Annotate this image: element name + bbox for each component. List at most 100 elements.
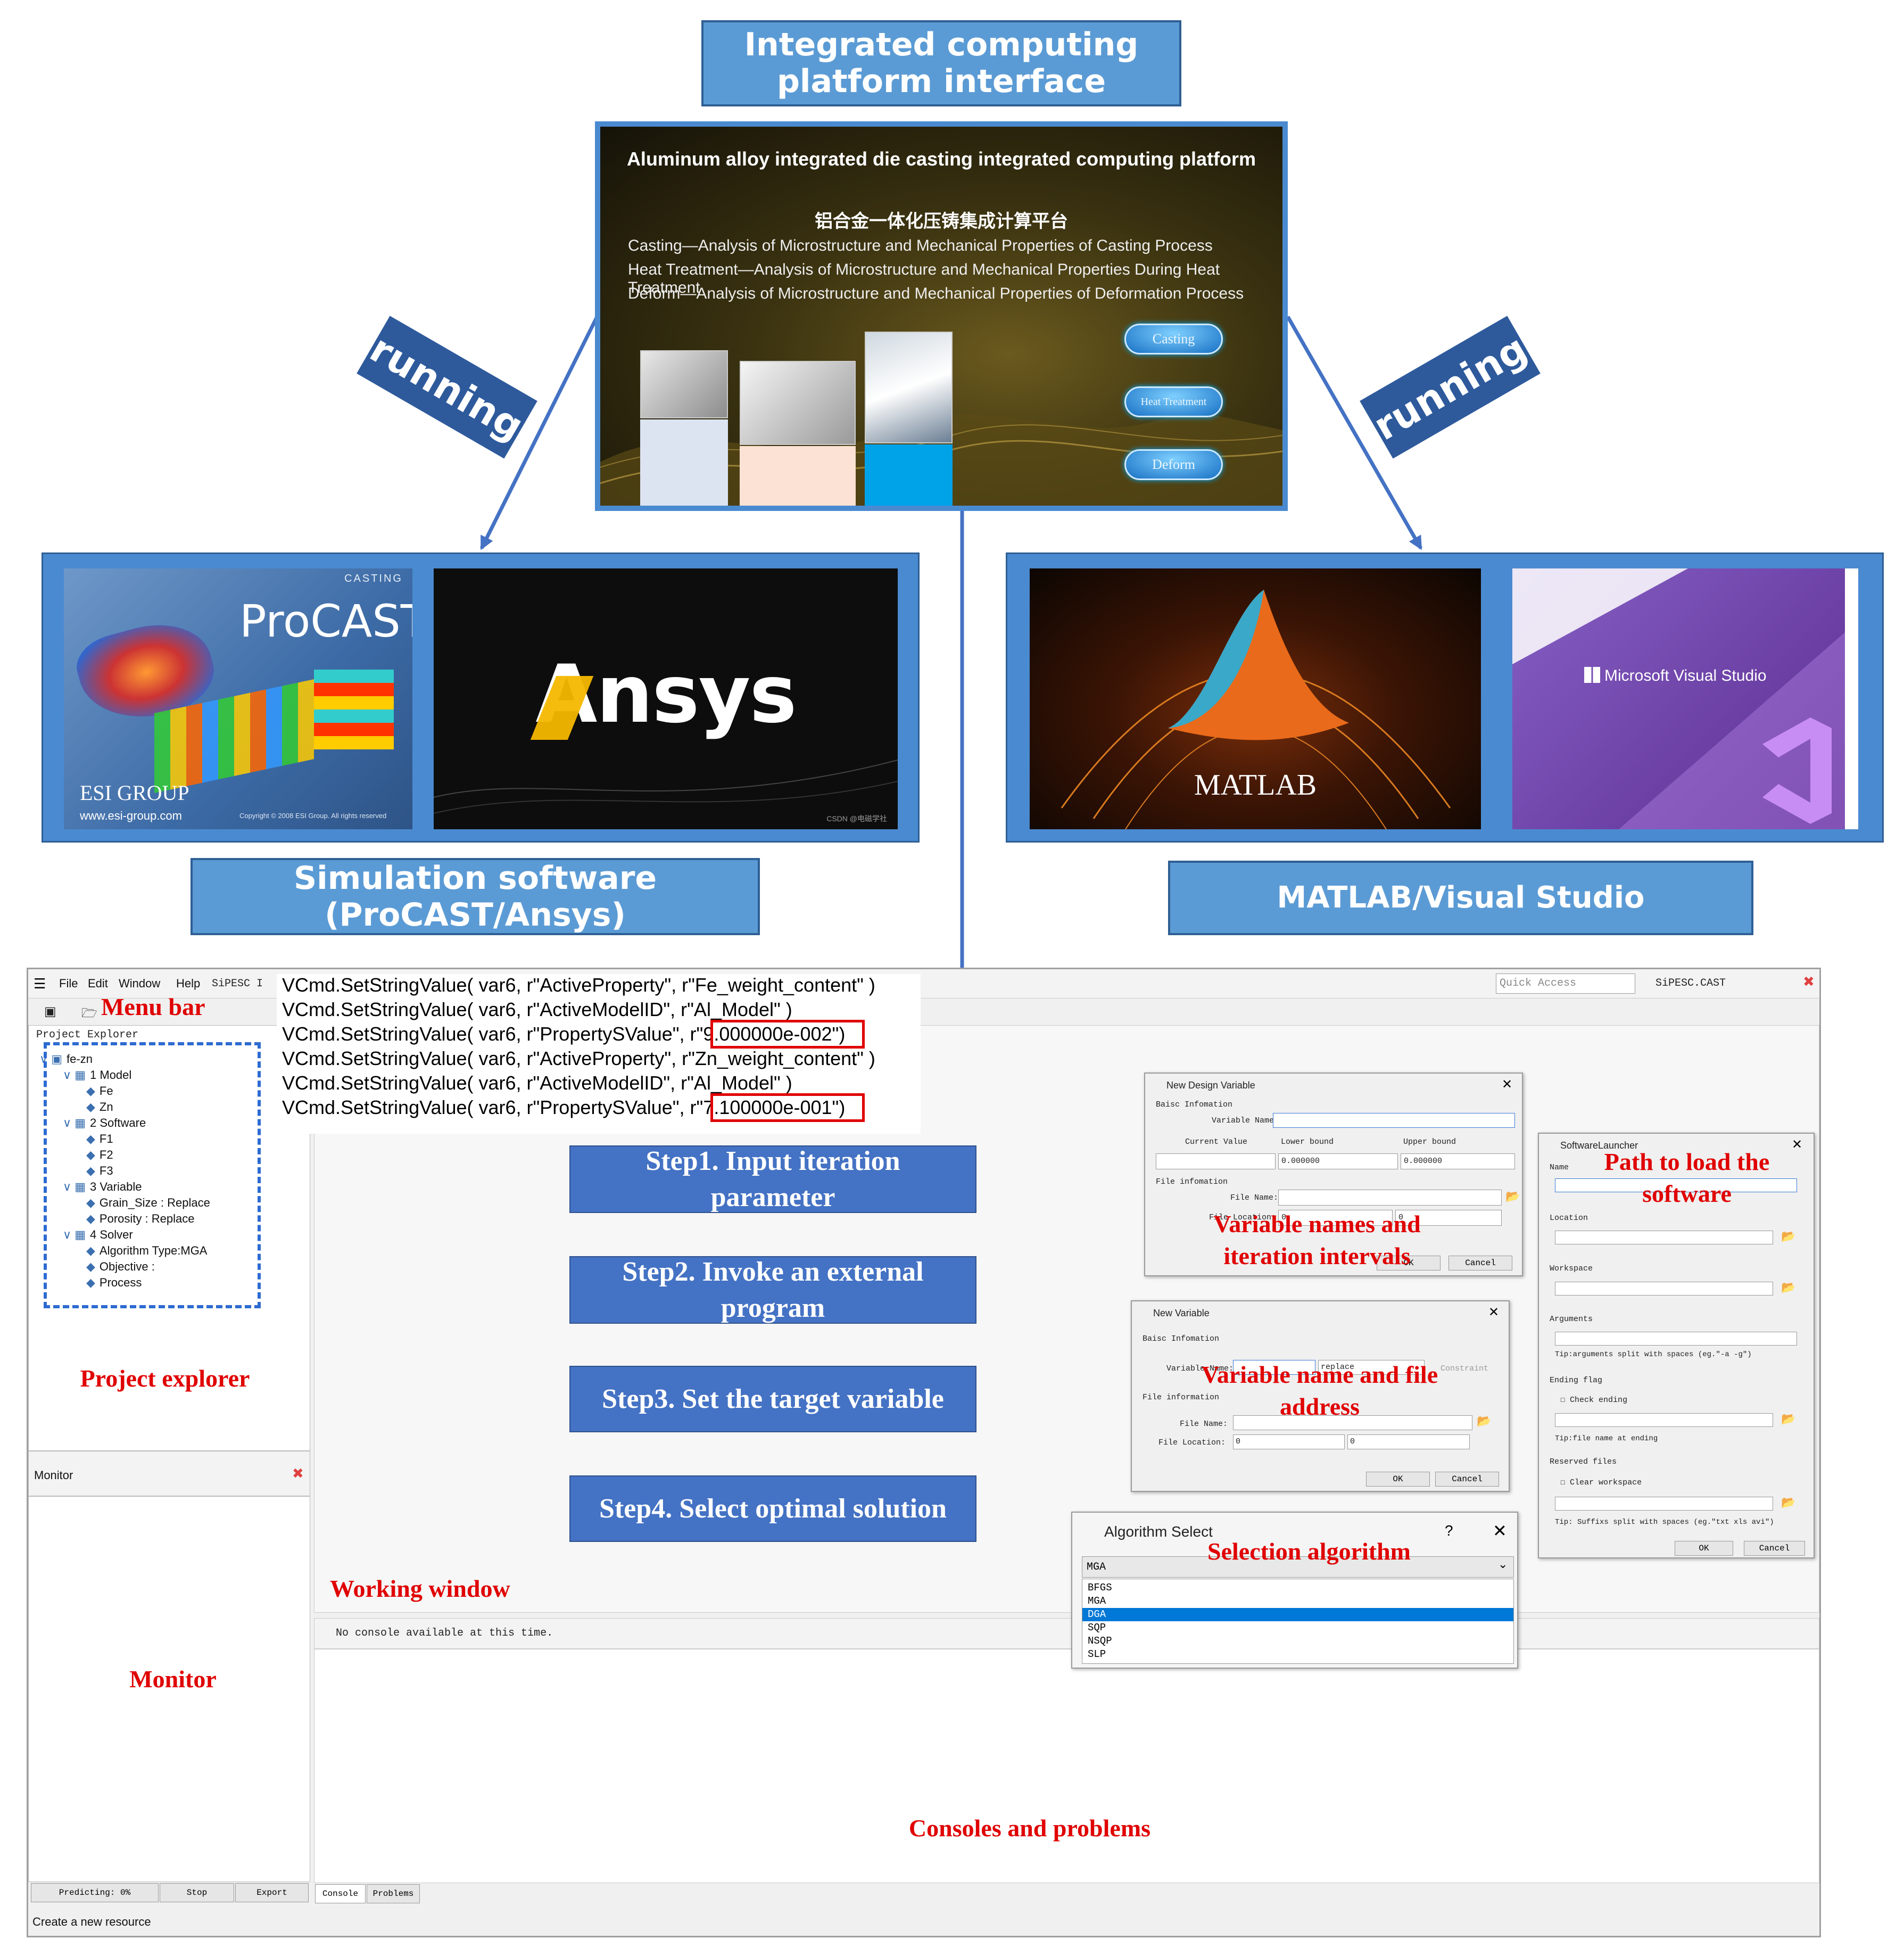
tree-item-label: Algorithm Type:MGA <box>99 1244 208 1257</box>
hamburger-icon[interactable]: ☰ <box>34 976 46 992</box>
chevron-down-icon[interactable]: ⌄ <box>1498 1557 1508 1571</box>
project-explorer-tab[interactable]: Project Explorer <box>36 1029 139 1041</box>
ending-input[interactable] <box>1555 1413 1773 1427</box>
folder-icon[interactable]: 📂 <box>1477 1414 1492 1428</box>
item-tree-icon: ◆ <box>86 1244 95 1257</box>
folder-icon[interactable]: 📂 <box>1781 1412 1796 1425</box>
visual-studio-splash: Microsoft Visual Studio <box>1512 568 1858 829</box>
upper-bound-input[interactable]: 0.000000 <box>1401 1153 1515 1169</box>
simulation-software-caption: Simulation software (ProCAST/Ansys) <box>191 858 760 935</box>
casting-button[interactable]: Casting <box>1124 324 1223 354</box>
file-location-a[interactable]: 0 <box>1233 1434 1345 1449</box>
replace-select[interactable]: replace <box>1318 1360 1425 1375</box>
tree-item[interactable]: ◆Grain_Size : Replace <box>86 1196 210 1210</box>
variable-name-input[interactable] <box>1273 1113 1515 1128</box>
reserved-input[interactable] <box>1555 1497 1773 1511</box>
menu-file[interactable]: File <box>59 977 78 990</box>
variable-name-input[interactable] <box>1233 1360 1315 1375</box>
tab-problems[interactable]: Problems <box>367 1884 420 1903</box>
algorithm-option[interactable]: BFGS <box>1088 1582 1112 1594</box>
vs-shapes <box>1512 568 1845 829</box>
arrow-platform-to-matlab <box>1286 316 1423 550</box>
name-input[interactable] <box>1555 1178 1797 1192</box>
perspective-switch[interactable]: SiPESC.CAST <box>1655 977 1726 989</box>
tree-item[interactable]: ◆Porosity : Replace <box>86 1212 194 1226</box>
tree-item[interactable]: ∨ ▦2 Software <box>63 1116 146 1130</box>
check-ending-checkbox[interactable]: ☐ Check ending <box>1560 1396 1628 1405</box>
workspace-label: Workspace <box>1550 1264 1593 1273</box>
tree-item[interactable]: ∨ ▣fe-zn <box>39 1052 93 1066</box>
ok-button[interactable]: OK <box>1366 1472 1430 1487</box>
algorithm-option[interactable]: MGA <box>1088 1595 1106 1607</box>
export-button[interactable]: Export <box>235 1883 309 1902</box>
code-line-3: VCmd.SetStringValue( var6, r"PropertySVa… <box>282 1023 846 1045</box>
tree-item[interactable]: ◆Process <box>86 1276 142 1290</box>
tree-item[interactable]: ◆Fe <box>86 1084 113 1098</box>
ok-button[interactable]: OK <box>1377 1256 1441 1270</box>
clear-workspace-checkbox[interactable]: ☐ Clear workspace <box>1560 1478 1642 1487</box>
cancel-button[interactable]: Cancel <box>1448 1256 1512 1270</box>
algorithm-option[interactable]: DGA <box>1082 1608 1513 1621</box>
ok-button[interactable]: OK <box>1675 1541 1733 1556</box>
help-icon[interactable]: ? <box>1445 1522 1453 1539</box>
new-variable-dialog: New Variable ✕ Baisc Infomation Variable… <box>1131 1300 1510 1492</box>
tree-item[interactable]: ◆Zn <box>86 1100 113 1114</box>
file-name-label: File Name: <box>1180 1420 1228 1429</box>
algorithm-option[interactable]: SQP <box>1088 1622 1106 1634</box>
cancel-button[interactable]: Cancel <box>1435 1472 1499 1487</box>
tree-item[interactable]: ◆F3 <box>86 1164 113 1178</box>
open-folder-icon[interactable]: 🗁 <box>81 1006 97 1020</box>
lower-bound-input[interactable]: 0.000000 <box>1278 1153 1398 1169</box>
arguments-input[interactable] <box>1555 1332 1797 1346</box>
tree-item[interactable]: ∨ ▦3 Variable <box>63 1180 142 1194</box>
algorithm-option[interactable]: SLP <box>1088 1648 1106 1660</box>
new-file-icon[interactable]: ▣ <box>44 1004 56 1019</box>
algorithm-option[interactable]: NSQP <box>1088 1635 1112 1647</box>
menu-help[interactable]: Help <box>176 977 201 990</box>
vs-logo-text: Microsoft Visual Studio <box>1584 667 1767 685</box>
annotation-selection-algorithm: Selection algorithm <box>1207 1538 1411 1565</box>
folder-icon[interactable]: 📂 <box>1781 1281 1796 1294</box>
file-name-input[interactable] <box>1233 1415 1472 1430</box>
current-value-input[interactable] <box>1156 1153 1276 1169</box>
tree-item[interactable]: ◆ Algorithm Type:MGA <box>86 1244 207 1258</box>
platform-title-en: Aluminum alloy integrated die casting in… <box>626 148 1256 170</box>
dialog-close-icon[interactable]: ✕ <box>1493 1521 1507 1540</box>
dialog-close-icon[interactable]: ✕ <box>1792 1137 1803 1152</box>
file-name-input[interactable] <box>1278 1190 1502 1206</box>
matlab-grid-decor <box>1061 590 1451 829</box>
dialog-close-icon[interactable]: ✕ <box>1488 1305 1500 1319</box>
console-message: No console available at this time. <box>336 1627 553 1639</box>
matlab-vs-caption: MATLAB/Visual Studio <box>1168 861 1753 935</box>
menu-window[interactable]: Window <box>119 977 161 990</box>
algorithm-select[interactable]: MGA <box>1082 1556 1514 1578</box>
dialog-close-icon[interactable]: ✕ <box>1502 1077 1513 1092</box>
file-location-b[interactable]: 0 <box>1347 1434 1470 1449</box>
quick-access-input[interactable]: Quick Access <box>1496 974 1635 994</box>
menu-edit[interactable]: Edit <box>88 977 108 990</box>
tree-item[interactable]: ∨ ▦4 Solver <box>63 1228 133 1242</box>
close-icon[interactable]: ✖ <box>1803 974 1815 989</box>
stop-button[interactable]: Stop <box>160 1883 234 1902</box>
file-location-a[interactable]: 0 <box>1278 1210 1393 1226</box>
perspective-label[interactable]: SiPESC I <box>212 978 263 990</box>
folder-icon[interactable]: 📂 <box>1505 1190 1520 1203</box>
monitor-close-icon[interactable]: ✖ <box>292 1465 304 1481</box>
heat-treatment-button[interactable]: Heat Treatment <box>1124 386 1223 417</box>
tree-item[interactable]: ◆Objective : <box>86 1260 155 1274</box>
cancel-button[interactable]: Cancel <box>1744 1541 1805 1556</box>
tree-item[interactable]: ◆F1 <box>86 1132 113 1146</box>
annotation-variable-intervals: Variable names and iteration intervals <box>1213 1210 1421 1269</box>
tree-item[interactable]: ◆F2 <box>86 1148 113 1162</box>
file-location-b[interactable]: 0 <box>1395 1210 1502 1226</box>
folder-icon[interactable]: 📂 <box>1781 1230 1796 1243</box>
folder-icon[interactable]: 📂 <box>1781 1496 1796 1509</box>
monitor-tab[interactable]: Monitor <box>34 1468 73 1482</box>
annotation-project-explorer: Project explorer <box>80 1365 250 1392</box>
tree-item[interactable]: ∨ ▦1 Model <box>63 1068 131 1082</box>
deform-button[interactable]: Deform <box>1124 449 1223 480</box>
tab-console[interactable]: Console <box>315 1884 366 1903</box>
workspace-input[interactable] <box>1555 1282 1773 1296</box>
constraint-checkbox[interactable]: Constraint <box>1441 1364 1489 1373</box>
location-input[interactable] <box>1555 1231 1773 1244</box>
